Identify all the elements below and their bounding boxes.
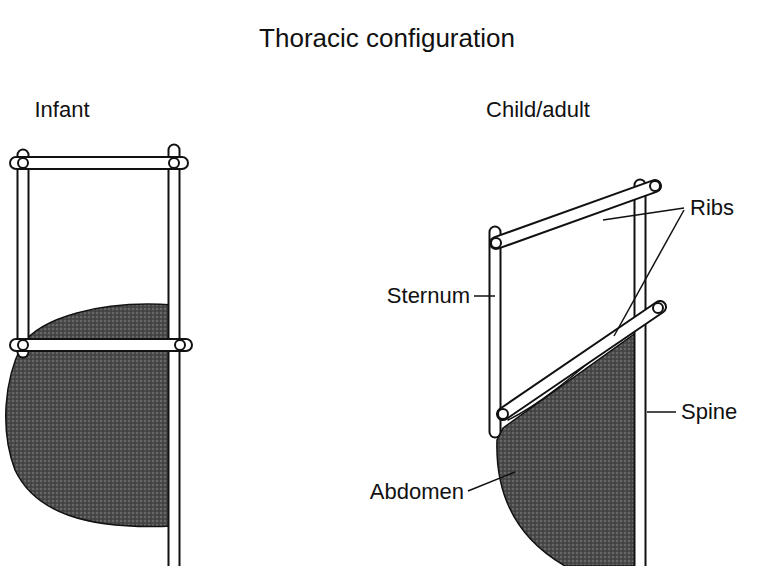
part-label: Abdomen [370,480,464,504]
part-label: Sternum [387,284,470,308]
panel-heading: Child/adult [486,98,590,122]
leader-lines [468,208,684,491]
abdomen-shape [6,304,173,526]
part-label: Spine [681,400,737,424]
rib-joints [18,158,663,419]
panel-heading: Infant [34,98,89,122]
part-label: Ribs [690,196,734,220]
figure-title: Thoracic configuration [259,24,515,53]
bars [16,150,660,566]
